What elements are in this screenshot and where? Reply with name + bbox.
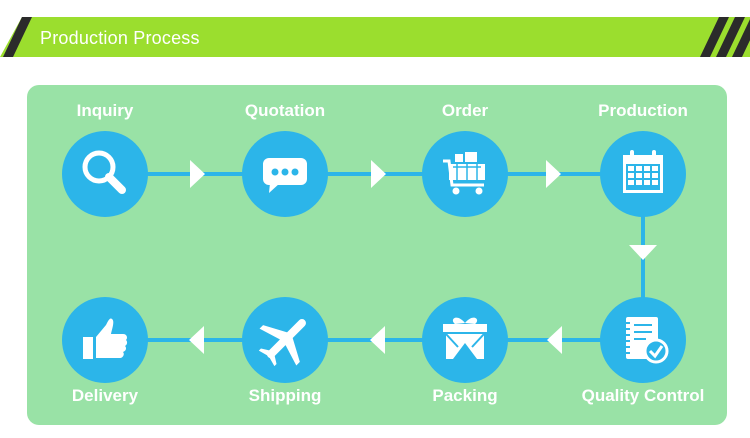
step-node-inquiry [62,131,148,217]
step-label-order: Order [441,101,489,120]
step-label-delivery: Delivery [71,386,139,405]
header-banner: Production Process [0,17,750,57]
step-node-delivery [62,297,148,383]
notebook-check-icon [626,317,669,364]
banner-slash-2 [716,17,745,57]
banner-background [0,17,750,57]
arrow-left-3 [189,326,204,354]
arrow-right-2 [371,160,386,188]
arrow-right-1 [190,160,205,188]
banner-slash-1 [700,17,729,57]
calendar-icon [623,150,663,193]
arrow-left-2 [370,326,385,354]
step-label-packing: Packing [432,386,498,405]
step-label-shipping: Shipping [248,386,322,405]
step-label-quality-control: Quality Control [581,386,705,405]
chat-bubble-icon [263,158,307,193]
step-node-quotation [242,131,328,217]
arrow-down [629,245,657,260]
airplane-icon [258,319,306,367]
thumbs-up-icon [83,318,128,359]
step-node-production [600,131,686,217]
step-node-order [422,131,508,217]
gift-box-icon [443,317,487,359]
step-label-inquiry: Inquiry [76,101,134,120]
magnifier-icon [82,150,126,194]
arrow-right-3 [546,160,561,188]
step-node-shipping [242,297,328,383]
page-title: Production Process [40,28,200,48]
banner-slash-3 [732,19,750,57]
step-node-packing [422,297,508,383]
step-label-production: Production [598,101,688,120]
shopping-cart-icon [443,152,485,195]
banner-slash-left [3,17,32,57]
arrow-left-1 [547,326,562,354]
step-label-quotation: Quotation [244,101,326,120]
step-node-quality-control [600,297,686,383]
